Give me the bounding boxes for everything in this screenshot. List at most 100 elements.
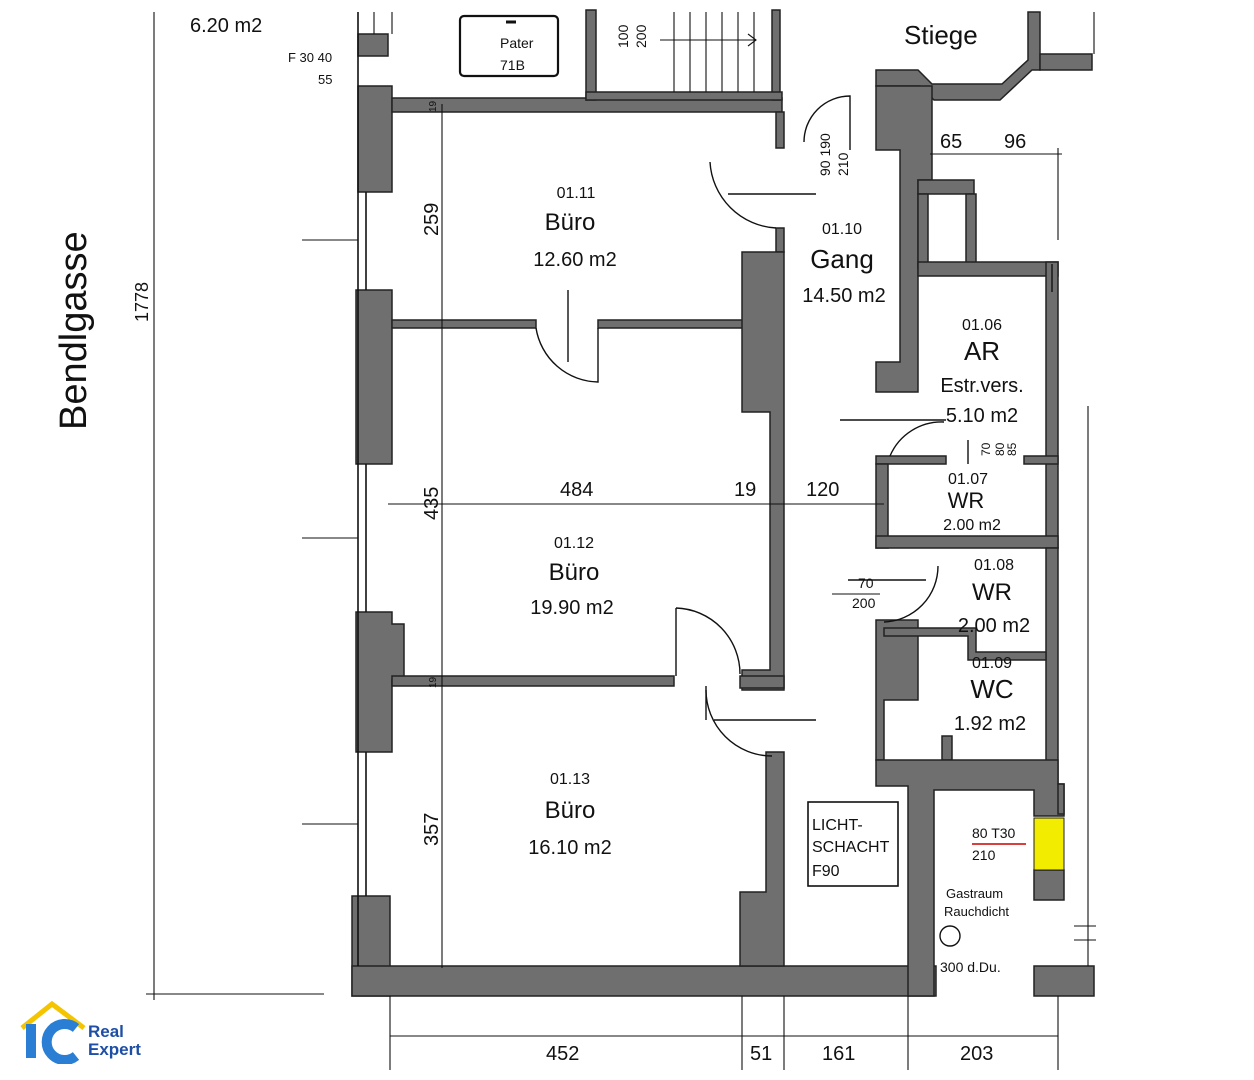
wall-pier-1 bbox=[357, 85, 393, 193]
dim-51: 51 bbox=[750, 1043, 772, 1065]
room-0106-area: 5.10 m2 bbox=[946, 405, 1018, 427]
room-0113-area: 16.10 m2 bbox=[528, 837, 611, 859]
dim-203: 203 bbox=[960, 1043, 993, 1065]
room-0111-name: Büro bbox=[545, 209, 596, 236]
real-expert-logo: Real Expert bbox=[18, 998, 178, 1064]
door-swings bbox=[535, 95, 1053, 757]
wall-stair-bottom bbox=[585, 91, 783, 101]
wall-shaft-top bbox=[917, 179, 975, 195]
dim-wall-19b: 19 bbox=[428, 676, 439, 688]
dim-357: 357 bbox=[421, 813, 443, 846]
wall-0111-0112-a bbox=[391, 319, 537, 329]
wall-pier-2 bbox=[355, 289, 393, 465]
pater-line2: 71B bbox=[500, 57, 525, 73]
lichtschacht-line3: F90 bbox=[812, 863, 840, 880]
wall-0107-bottom bbox=[875, 535, 1059, 549]
logo-line1: Real bbox=[88, 1022, 124, 1041]
wall-stiege-right bbox=[1039, 53, 1093, 71]
room-0106-name: AR bbox=[964, 336, 1000, 366]
wall-stair-left bbox=[585, 9, 597, 101]
wall-gastraum-jamb-low bbox=[1033, 869, 1065, 901]
room-0112-name: Büro bbox=[549, 559, 600, 586]
dim-484: 484 bbox=[560, 479, 593, 501]
wall-bottom bbox=[351, 965, 937, 997]
room-0110-name: Gang bbox=[810, 244, 874, 274]
dim-200: 200 bbox=[852, 595, 876, 611]
dim-wall-19a: 19 bbox=[428, 100, 439, 112]
dim-85: 85 bbox=[1005, 442, 1019, 456]
dim-70b: 70 bbox=[979, 442, 993, 456]
dim-65: 65 bbox=[940, 131, 962, 153]
room-0109-area: 1.92 m2 bbox=[954, 713, 1026, 735]
street-name: Bendlgasse bbox=[53, 231, 95, 430]
room-0106-sub: Estr.vers. bbox=[940, 375, 1023, 397]
dimension-lines bbox=[388, 104, 1096, 1070]
gastraum-door-highlight bbox=[1033, 817, 1065, 871]
gastraum-door-top: 80 T30 bbox=[972, 825, 1016, 841]
room-0111-area: 12.60 m2 bbox=[533, 249, 616, 271]
dim-435: 435 bbox=[421, 487, 443, 520]
fire-label-top: F 30 40 bbox=[288, 50, 332, 65]
walls bbox=[351, 9, 1095, 997]
wall-pier-top bbox=[357, 33, 389, 57]
pater-line1: Pater bbox=[500, 35, 534, 51]
room-0110-area: 14.50 m2 bbox=[802, 285, 885, 307]
wall-stiege-top bbox=[875, 11, 1041, 101]
lichtschacht-box bbox=[807, 801, 899, 887]
room-0110-number: 01.10 bbox=[822, 221, 862, 238]
room-0107-area: 2.00 m2 bbox=[943, 517, 1001, 534]
room-0113-number: 01.13 bbox=[550, 771, 590, 788]
wall-0108-left bbox=[875, 619, 919, 761]
wall-gastraum-jamb bbox=[1057, 783, 1065, 815]
room-0113-name: Büro bbox=[545, 797, 596, 824]
wall-0111-0112-b bbox=[597, 319, 747, 329]
room-0112-number: 01.12 bbox=[554, 535, 594, 552]
room-0109-name: WC bbox=[970, 674, 1013, 704]
lichtschacht-line1: LICHT- bbox=[812, 817, 863, 834]
room-0112-area: 19.90 m2 bbox=[530, 597, 613, 619]
wall-ar-right bbox=[1045, 261, 1059, 549]
dim-259: 259 bbox=[421, 203, 443, 236]
plan-text: 6.20 m2 F 30 40 55 Pater 71B 100 200 Sti… bbox=[53, 15, 1030, 1065]
wall-0111-right-mid bbox=[775, 227, 785, 253]
wall-0109-stub bbox=[941, 735, 953, 761]
wall-0113-right bbox=[739, 751, 785, 967]
wall-0112-door-stub bbox=[739, 675, 785, 689]
fire-label-bottom: 55 bbox=[318, 72, 332, 87]
stiege-label: Stiege bbox=[904, 20, 978, 50]
wall-shaft-right bbox=[965, 193, 977, 269]
room-0106-number: 01.06 bbox=[962, 317, 1002, 334]
gastraum-line2: Rauchdicht bbox=[944, 904, 1009, 919]
dim-120: 120 bbox=[806, 479, 839, 501]
logo-mark-icon bbox=[20, 1000, 86, 1064]
wall-0111-right-top bbox=[775, 111, 785, 149]
dim-96: 96 bbox=[1004, 131, 1026, 153]
room-0108-area: 2.00 m2 bbox=[958, 615, 1030, 637]
wall-0107-top-a bbox=[875, 455, 947, 465]
wall-bottom-right bbox=[1033, 965, 1095, 997]
dim-door-200: 200 bbox=[633, 24, 649, 48]
logo-line2: Expert bbox=[88, 1040, 141, 1059]
room-0107-name: WR bbox=[948, 488, 985, 513]
room-0108-name: WR bbox=[972, 579, 1012, 606]
dim-door-100: 100 bbox=[615, 24, 631, 48]
dim-452: 452 bbox=[546, 1043, 579, 1065]
room-0107-number: 01.07 bbox=[948, 471, 988, 488]
wall-ar-top bbox=[917, 261, 1059, 277]
stair-lines bbox=[660, 12, 757, 92]
dim-80: 80 bbox=[993, 442, 1007, 456]
dim-161: 161 bbox=[822, 1043, 855, 1065]
room-0108-number: 01.08 bbox=[974, 557, 1014, 574]
wall-stair-right bbox=[771, 9, 781, 101]
street-length: 1778 bbox=[132, 282, 152, 322]
wall-corridor-west bbox=[741, 251, 785, 691]
dim-70: 70 bbox=[858, 575, 874, 591]
top-area-label: 6.20 m2 bbox=[190, 15, 262, 37]
wall-0107-top-b bbox=[1023, 455, 1059, 465]
facade-lines bbox=[146, 12, 1095, 1000]
wall-0112-0113 bbox=[391, 675, 675, 687]
dim-90-190: 90 190 bbox=[817, 133, 833, 176]
gastraum-door-bottom: 210 bbox=[972, 847, 996, 863]
dim-300-du: 300 d.Du. bbox=[940, 959, 1001, 975]
